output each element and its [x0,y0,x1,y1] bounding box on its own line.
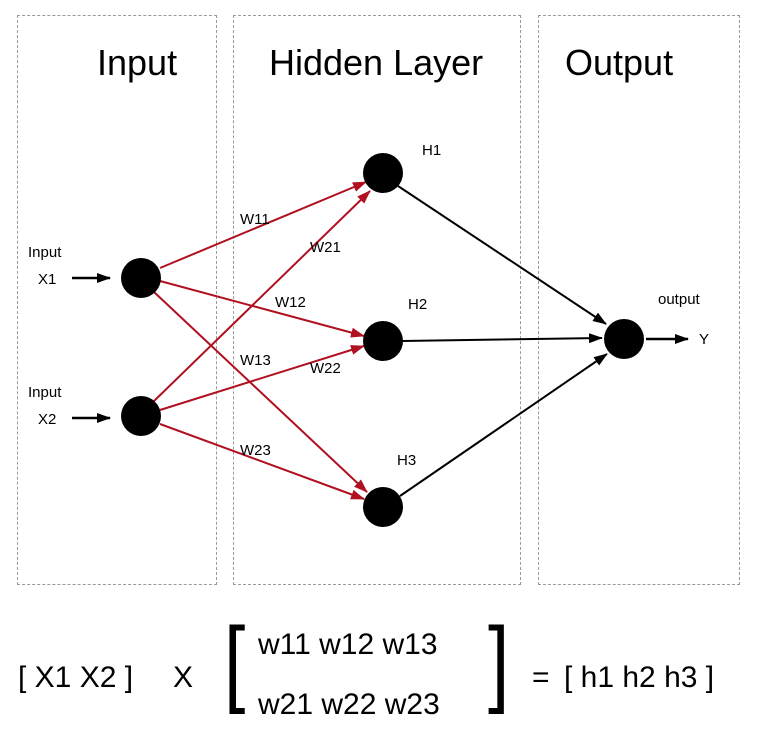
edge-x1-h2 [159,280,365,338]
edge-x2-h3 [159,423,365,500]
hidden-node-h3 [363,487,403,527]
weight-label-w23: W23 [240,442,271,459]
equation-input-vector: [ X1 X2 ] [18,661,134,694]
input-x2-label-top: Input [28,384,62,401]
input-node-x2 [121,396,161,436]
input-x1-label-bottom: X1 [38,271,56,288]
equation-times-symbol: X [173,661,194,694]
output-node [604,319,644,359]
hidden-label-h2: H2 [408,296,427,313]
edge-h3-output [399,353,608,497]
output-panel-title: Output [565,42,674,83]
input-x2-label-bottom: X2 [38,411,56,428]
edge-h1-output [397,185,607,325]
input-x1-label-top: Input [28,244,62,261]
hidden-label-h1: H1 [422,142,441,159]
weight-label-w12: W12 [275,294,306,311]
matrix-left-bracket: [ [224,608,246,715]
output-result-label: Y [699,331,709,348]
input-node-x1 [121,258,161,298]
weight-matrix-row-2: w21 w22 w23 [258,688,440,721]
output-label: output [658,291,701,308]
hidden-panel-title: Hidden Layer [269,42,484,83]
output-panel [538,15,740,585]
hidden-node-h1 [363,153,403,193]
weight-label-w22: W22 [310,360,341,377]
edge-h2-output [401,333,603,344]
weight-label-w11: W11 [240,211,270,228]
hidden-node-h2 [363,321,403,361]
input-panel [17,15,217,585]
equation-equals-symbol: = [532,661,550,694]
equation-result-vector: [ h1 h2 h3 ] [564,661,715,694]
weight-label-w13: W13 [240,352,271,369]
weight-label-w21: W21 [310,239,341,256]
edge-x1-h3 [153,291,368,493]
edge-x2-h1 [152,190,371,403]
weight-matrix-row-1: w11 w12 w13 [258,628,438,661]
neural-network-diagram: Input X1 Input X2 H1 H2 H3 output Y W11 … [28,142,709,527]
edge-x1-h1 [159,181,367,269]
hidden-label-h3: H3 [397,452,416,469]
matrix-right-bracket: ] [488,608,510,715]
edge-x2-h2 [159,345,365,411]
input-panel-title: Input [97,42,178,83]
